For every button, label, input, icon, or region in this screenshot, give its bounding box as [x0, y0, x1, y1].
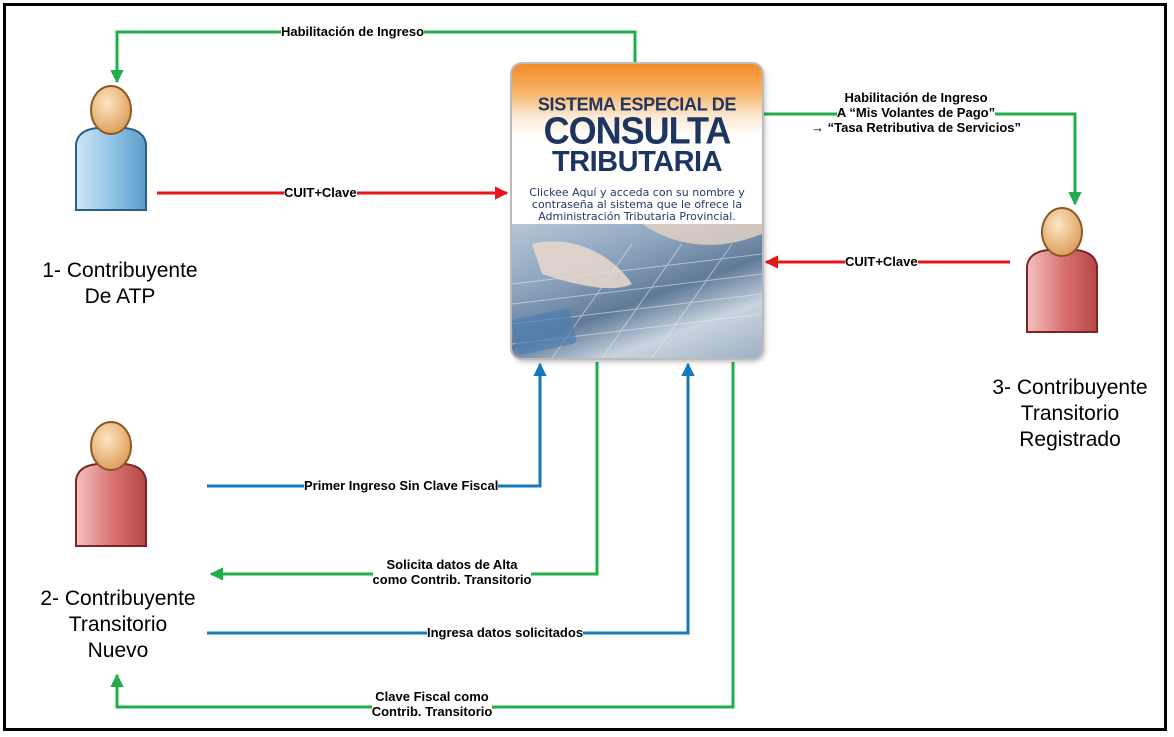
banner-title-line3: TRIBUTARIA [551, 146, 723, 178]
edge-solicita [209, 362, 599, 581]
actor-name-atp: 1- Contribuyente De ATP [20, 258, 220, 310]
edge-ingresa [207, 362, 695, 635]
label-habilitacion-right: Habilitación de Ingreso A “Mis Volantes … [787, 90, 1045, 135]
label-solicita-line2: como Contrib. Transitorio [372, 572, 532, 587]
actor-nuevo-line2: Transitorio [68, 613, 168, 636]
label-habilitacion-right-line1: Habilitación de Ingreso [844, 90, 988, 105]
edge-primer-ingreso [207, 362, 547, 488]
diagram-frame [3, 3, 1167, 731]
actor-registrado-line3: Registrado [1019, 428, 1121, 451]
label-habilitacion-right-line2: A “Mis Volantes de Pago” [836, 105, 996, 120]
label-cuit-left: CUIT+Clave [284, 185, 357, 200]
label-solicita: Solicita datos de Alta como Contrib. Tra… [352, 557, 552, 587]
keyboard-hand-image [512, 224, 762, 358]
banner-keyboard-photo [512, 224, 762, 358]
label-ingresa: Ingresa datos solicitados [427, 625, 584, 640]
actor-atp-line2: De ATP [84, 285, 156, 308]
actor-nuevo-line3: Nuevo [87, 639, 149, 662]
banner-title-line1: SISTEMA ESPECIAL DE [537, 93, 737, 115]
label-clave-fiscal-line2: Contrib. Transitorio [371, 704, 493, 719]
actor-name-nuevo: 2- Contribuyente Transitorio Nuevo [18, 586, 218, 664]
label-primer-ingreso: Primer Ingreso Sin Clave Fiscal [304, 478, 499, 493]
label-habilitacion-right-line3: → “Tasa Retributiva de Servicios” [811, 120, 1021, 135]
actor-atp-line1: 1- Contribuyente [42, 259, 198, 282]
consulta-tributaria-banner[interactable]: SISTEMA ESPECIAL DE CONSULTA TRIBUTARIA … [512, 64, 762, 358]
person-icon-registrado [1026, 207, 1098, 333]
person-icon-atp [75, 85, 147, 211]
actor-registrado-line1: 3- Contribuyente [992, 376, 1148, 399]
label-solicita-line1: Solicita datos de Alta [386, 557, 518, 572]
actor-nuevo-line1: 2- Contribuyente [40, 587, 196, 610]
banner-header: SISTEMA ESPECIAL DE CONSULTA TRIBUTARIA … [512, 64, 762, 224]
label-cuit-right: CUIT+Clave [845, 254, 918, 269]
actor-name-registrado: 3- Contribuyente Transitorio Registrado [970, 375, 1170, 453]
label-clave-fiscal: Clave Fiscal como Contrib. Transitorio [342, 689, 522, 719]
label-habilitacion-top: Habilitación de Ingreso [281, 24, 425, 39]
banner-description: Clickee Aquí y acceda con su nombre y co… [529, 186, 745, 223]
person-icon-nuevo [75, 421, 147, 547]
label-clave-fiscal-line1: Clave Fiscal como [375, 689, 489, 704]
actor-registrado-line2: Transitorio [1020, 402, 1120, 425]
banner-title-line2: CONSULTA [543, 108, 732, 152]
